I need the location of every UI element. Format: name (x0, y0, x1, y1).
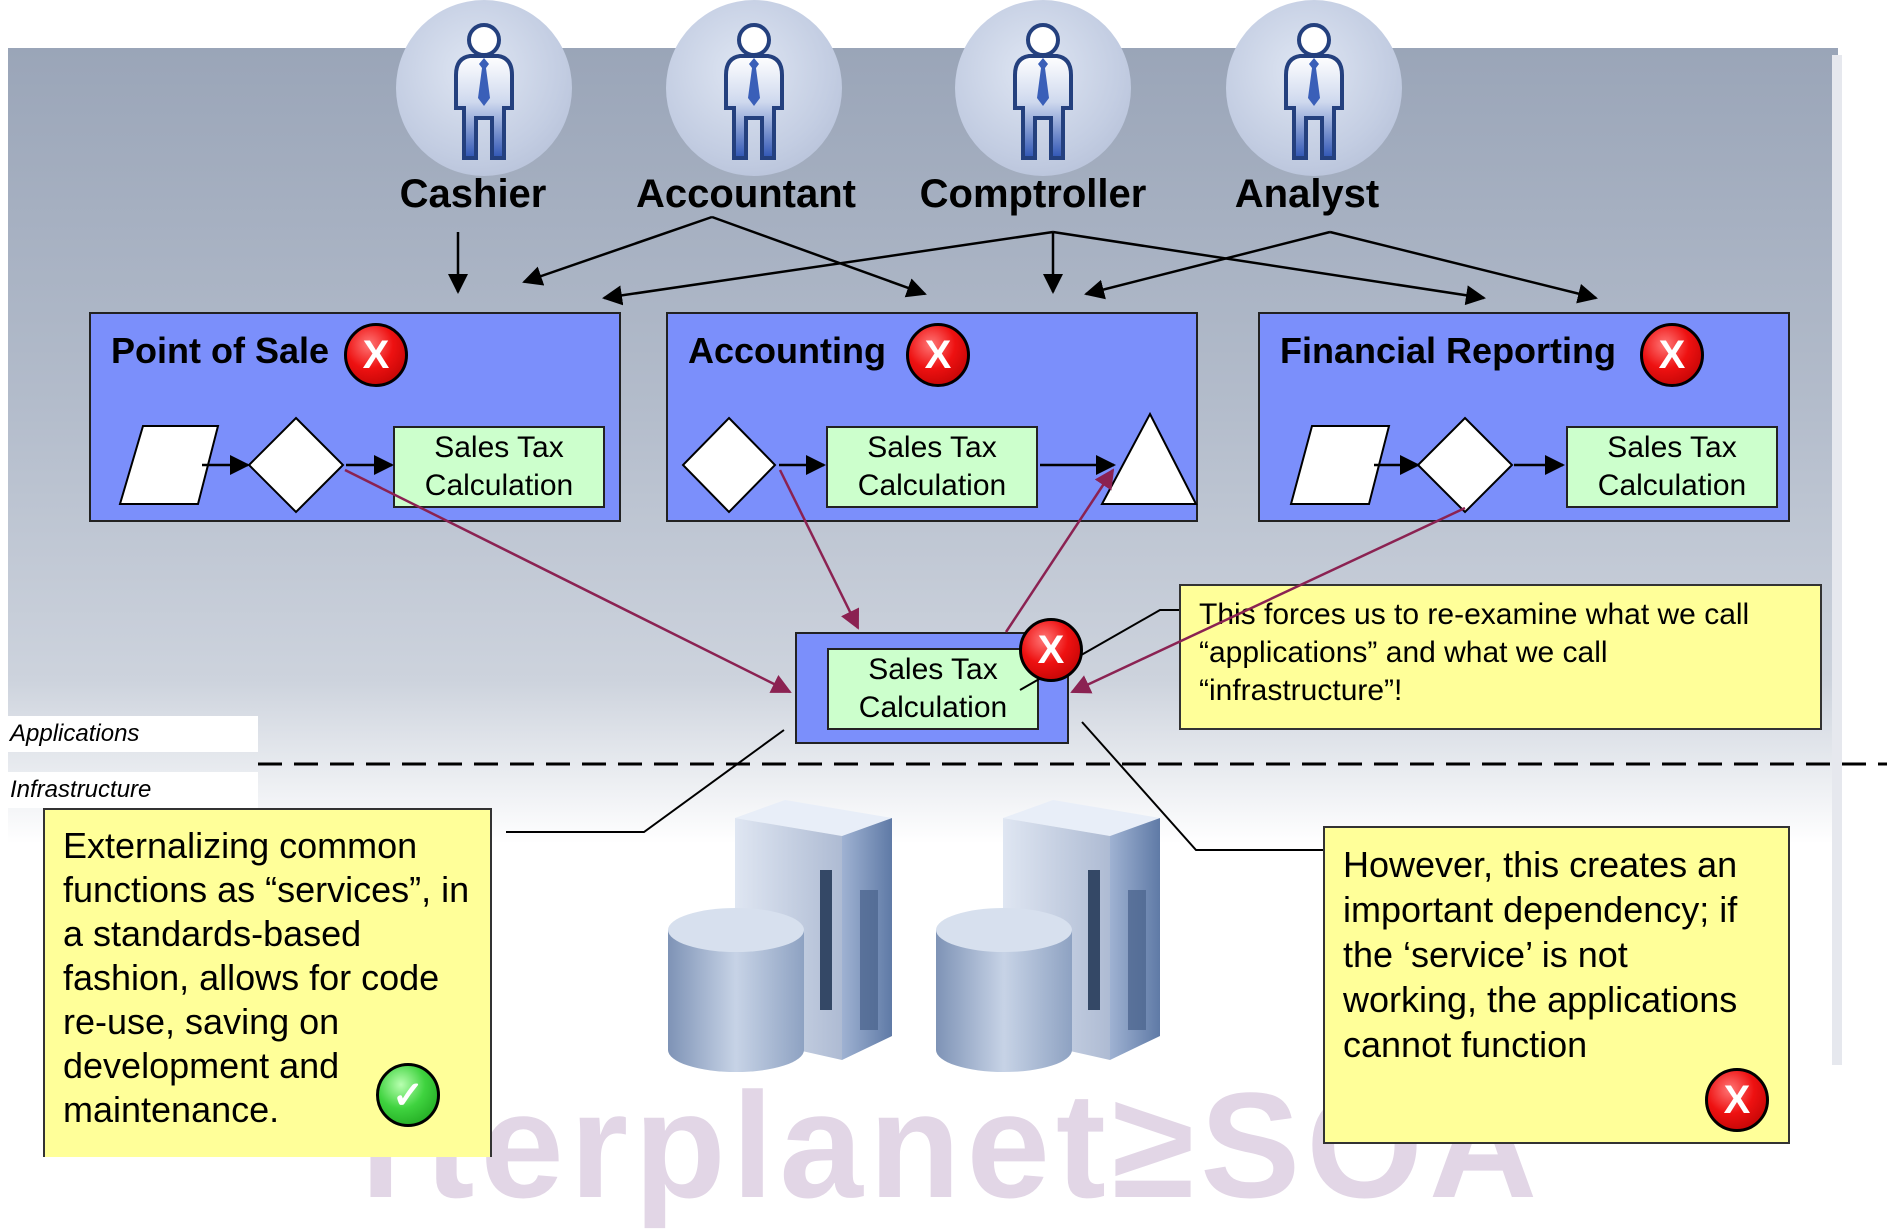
dependency-fail-x-icon: X (1705, 1068, 1769, 1132)
database-cylinder-1-icon (668, 908, 804, 1072)
service-fail-x-icon: X (1019, 618, 1083, 682)
reexamine-note: This forces us to re-examine what we cal… (1179, 584, 1822, 730)
analyst-to-reporting-arrow (1329, 230, 1598, 304)
reporting-input-shape (1289, 425, 1391, 505)
point-of-sale-title: Point of Sale (111, 330, 330, 371)
accountant-to-accounting-arrow (711, 215, 927, 298)
comptroller-to-reporting-arrow (1052, 230, 1486, 306)
infrastructure-layer-label: Infrastructure (0, 772, 258, 808)
pos-fail-x-icon: X (344, 323, 408, 387)
analyst-to-accounting-arrow (1084, 230, 1331, 300)
pos-to-service-arrow (344, 468, 792, 694)
comptroller-to-pos-arrow (602, 230, 1054, 306)
pos-tax-line1: Sales Tax (434, 431, 564, 464)
reporting-tax-line1: Sales Tax (1607, 431, 1737, 464)
role-label-comptroller: Comptroller (919, 172, 1147, 216)
role-label-cashier: Cashier (399, 172, 547, 216)
financial-reporting-title: Financial Reporting (1280, 330, 1617, 371)
service-to-accounting-arrow (1004, 468, 1115, 633)
externalizing-check-icon: ✓ (376, 1063, 440, 1127)
accountant-to-pos-arrow (522, 215, 713, 286)
pos-tax-line2: Calculation (424, 469, 574, 502)
pos-decision-shape (247, 416, 345, 514)
comptroller-person-icon (955, 0, 1131, 176)
reporting-decision-shape (1416, 416, 1514, 514)
pos-input-shape (118, 425, 220, 505)
role-label-accountant: Accountant (636, 172, 856, 216)
accounting-tax-line1: Sales Tax (867, 431, 997, 464)
database-cylinder-2-icon (936, 908, 1072, 1072)
accountant-person-icon (666, 0, 842, 176)
dependency-callout-line (1081, 721, 1323, 851)
accounting-tax-line2: Calculation (857, 469, 1007, 502)
reporting-to-service-arrow (1070, 506, 1466, 694)
accounting-to-service-arrow (778, 469, 860, 630)
reporting-tax-line2: Calculation (1597, 469, 1747, 502)
analyst-person-icon (1226, 0, 1402, 176)
accounting-output-shape (1100, 411, 1198, 505)
connectors-overlay (118, 215, 1887, 851)
accounting-fail-x-icon: X (906, 323, 970, 387)
background-panel-shadow (1832, 55, 1842, 1065)
externalizing-callout-line (506, 729, 785, 833)
cashier-person-icon (396, 0, 572, 176)
servers-graphic (668, 800, 1160, 1072)
applications-layer-label: Applications (0, 716, 258, 752)
service-tax-line1: Sales Tax (868, 653, 998, 686)
service-tax-line2: Calculation (858, 691, 1008, 724)
role-label-analyst: Analyst (1234, 172, 1380, 216)
accounting-decision-shape (681, 416, 777, 514)
accounting-title: Accounting (688, 330, 886, 371)
reporting-fail-x-icon: X (1640, 323, 1704, 387)
